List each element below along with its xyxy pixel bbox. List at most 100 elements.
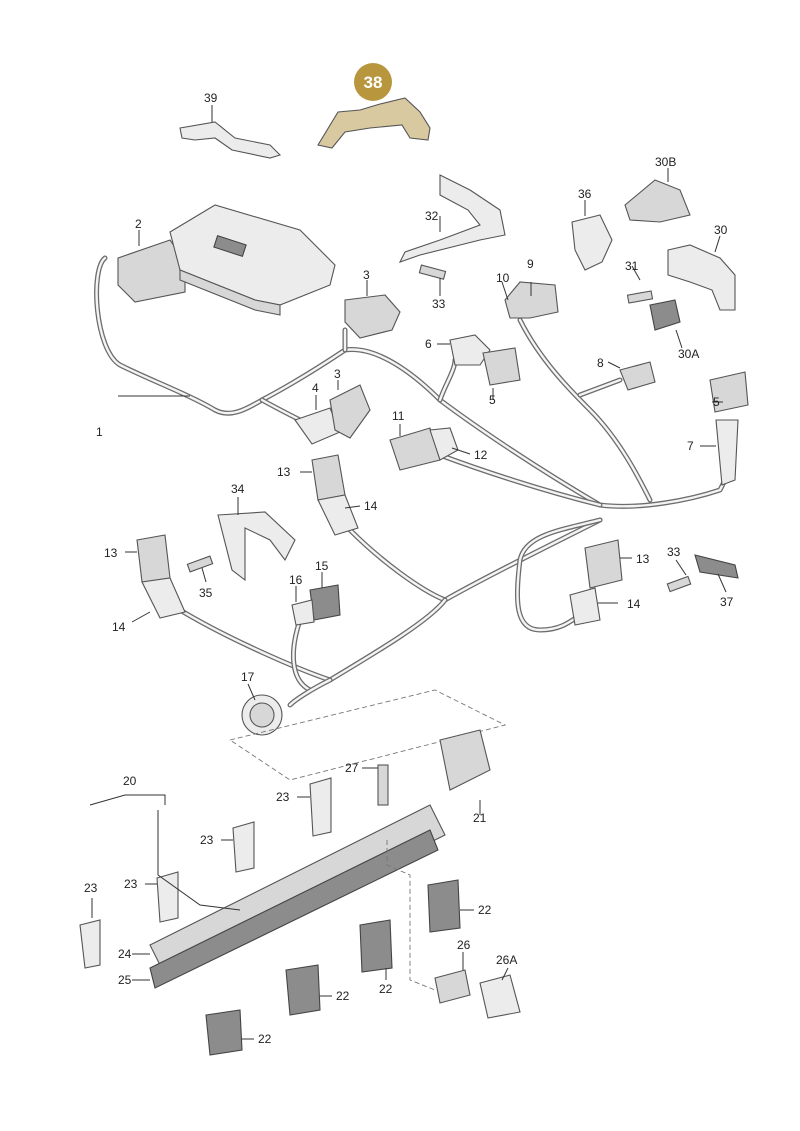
connector-3-center[interactable] [329, 384, 371, 439]
label-22-d: 22 [478, 903, 492, 917]
label-4: 4 [312, 381, 319, 395]
clip-30A[interactable] [649, 299, 681, 331]
bracket-38-highlighted[interactable]: 38 [317, 63, 431, 149]
label-17: 17 [241, 670, 255, 684]
label-25: 25 [118, 973, 132, 987]
round-connector-17[interactable] [241, 694, 283, 736]
label-24: 24 [118, 947, 132, 961]
label-39: 39 [204, 91, 218, 105]
connector-13-upper[interactable] [311, 454, 346, 501]
label-14-upper: 14 [364, 499, 378, 513]
bolt-33-top[interactable] [418, 264, 447, 280]
label-23-a: 23 [84, 881, 98, 895]
label-31: 31 [625, 259, 639, 273]
clip-37[interactable] [694, 554, 739, 579]
connector-8[interactable] [619, 361, 656, 391]
label-16: 16 [289, 573, 303, 587]
wiring-harness [94, 255, 728, 708]
clip-26A[interactable] [479, 974, 521, 1019]
bracket-30B[interactable] [624, 179, 691, 223]
label-27: 27 [345, 761, 359, 775]
label-12: 12 [474, 448, 488, 462]
label-33-right: 33 [667, 545, 681, 559]
connector-14-left[interactable] [141, 577, 186, 619]
label-30B: 30B [655, 155, 676, 169]
connector-6[interactable] [449, 334, 491, 366]
connector-16[interactable] [291, 599, 315, 626]
label-5-right: 5 [713, 395, 720, 409]
bolt-27[interactable] [377, 764, 389, 806]
bolt-33-right[interactable] [666, 575, 692, 593]
connector-22-d[interactable] [427, 879, 461, 933]
connector-15[interactable] [309, 584, 341, 621]
connector-21[interactable] [439, 729, 491, 791]
label-22-a: 22 [258, 1032, 272, 1046]
label-14-left: 14 [112, 620, 126, 634]
highlight-badge-label: 38 [364, 73, 383, 92]
clip-26[interactable] [434, 969, 471, 1004]
injector-23-d[interactable] [309, 777, 332, 837]
label-3-top: 3 [363, 268, 370, 282]
label-13-right: 13 [636, 552, 650, 566]
label-22-c: 22 [379, 982, 393, 996]
bolt-35[interactable] [186, 555, 214, 573]
bracket-30[interactable] [667, 244, 736, 311]
bracket-39[interactable] [179, 121, 282, 159]
label-1: 1 [96, 425, 103, 439]
label-23-d: 23 [276, 790, 290, 804]
highlight-badge [354, 63, 392, 101]
bracket-34[interactable] [217, 511, 296, 582]
injector-23-b[interactable] [156, 871, 179, 923]
label-20: 20 [123, 774, 137, 788]
connector-9[interactable] [504, 281, 559, 319]
control-unit-2[interactable] [117, 204, 336, 316]
sensor-7[interactable] [715, 419, 739, 486]
label-15: 15 [315, 559, 329, 573]
label-8: 8 [597, 356, 604, 370]
label-33-top: 33 [432, 297, 446, 311]
label-35: 35 [199, 586, 213, 600]
clip-36[interactable] [571, 214, 613, 271]
label-2: 2 [135, 217, 142, 231]
label-10: 10 [496, 271, 510, 285]
label-30A: 30A [678, 347, 699, 361]
label-9: 9 [527, 257, 534, 271]
connector-22-c[interactable] [359, 919, 393, 973]
injector-23-a[interactable] [79, 919, 101, 969]
label-5-center: 5 [489, 393, 496, 407]
label-22-b: 22 [336, 989, 350, 1003]
label-13-left: 13 [104, 546, 118, 560]
dashed-relation-outline [228, 689, 507, 781]
injector-rail-25[interactable] [149, 829, 439, 989]
label-23-c: 23 [200, 833, 214, 847]
bolt-31[interactable] [626, 290, 654, 304]
connector-14-right[interactable] [569, 587, 601, 626]
connector-22-a[interactable] [205, 1009, 243, 1056]
label-36: 36 [578, 187, 592, 201]
injector-23-c[interactable] [232, 821, 255, 873]
label-14-right: 14 [627, 597, 641, 611]
connector-13-right[interactable] [584, 539, 623, 589]
connector-14-upper[interactable] [317, 494, 359, 536]
label-13-upper: 13 [277, 465, 291, 479]
bracket-32[interactable] [398, 174, 506, 263]
label-26: 26 [457, 938, 471, 952]
connector-22-b[interactable] [285, 964, 321, 1016]
label-3-center: 3 [334, 367, 341, 381]
label-21: 21 [473, 811, 487, 825]
label-6: 6 [425, 337, 432, 351]
connector-5-center[interactable] [482, 347, 521, 386]
label-37: 37 [720, 595, 734, 609]
label-23-b: 23 [124, 877, 138, 891]
leader-lines [89, 105, 727, 1040]
label-7: 7 [687, 439, 694, 453]
label-34: 34 [231, 482, 245, 496]
connector-13-left[interactable] [136, 534, 171, 583]
callout-labels: 39 2 3 32 33 10 9 36 30B 30 31 30A 1 6 5… [84, 91, 734, 1046]
label-26A: 26A [496, 953, 517, 967]
label-32: 32 [425, 209, 439, 223]
label-30: 30 [714, 223, 728, 237]
connector-3-top[interactable] [344, 294, 401, 339]
label-11: 11 [392, 409, 405, 423]
